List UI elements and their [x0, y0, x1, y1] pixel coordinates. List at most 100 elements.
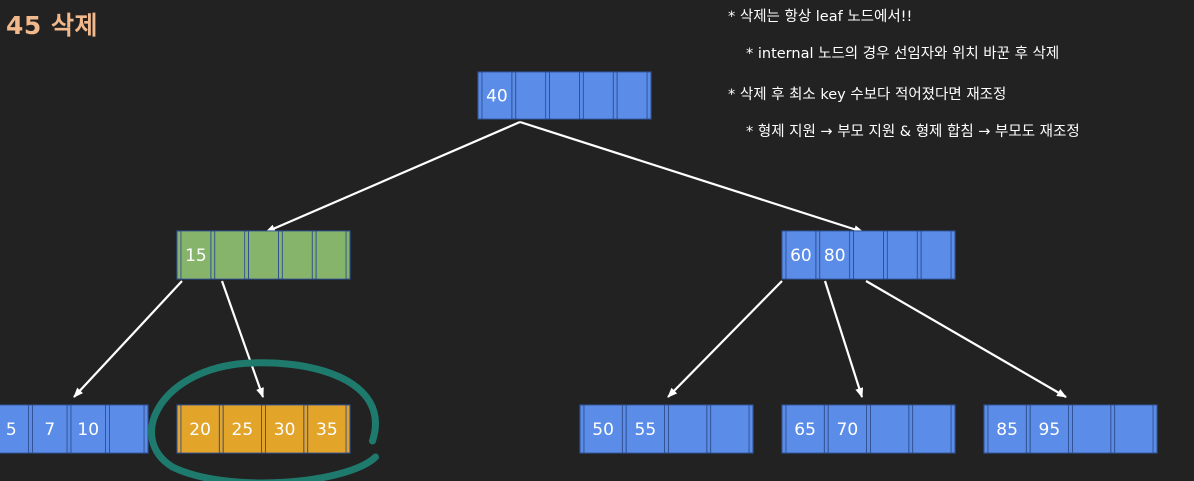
- node-key: 55: [635, 420, 657, 440]
- pointer-slot: [105, 404, 110, 454]
- edge-right-internal-to-leaf-4: [823, 280, 864, 398]
- key-slot: [710, 404, 750, 454]
- node-key: 95: [1039, 420, 1061, 440]
- pointer-slot: [1110, 404, 1116, 454]
- key-slot: [870, 404, 910, 454]
- key-slot: [307, 404, 347, 454]
- node-leaf-1: 5 7 10: [0, 404, 149, 454]
- pointer-slot: [210, 230, 216, 280]
- pointer-slot: [345, 230, 351, 280]
- edge-root-to-left-internal: [265, 120, 521, 234]
- node-key: 10: [77, 420, 99, 440]
- key-slot: [616, 71, 648, 120]
- pointer-slot: [345, 404, 351, 454]
- pointer-slot: [28, 404, 33, 454]
- pointer-slot: [511, 71, 517, 120]
- key-slot: [1029, 404, 1069, 454]
- key-slot: [583, 404, 623, 454]
- key-slot: [912, 404, 952, 454]
- pointer-slot: [983, 404, 989, 454]
- node-key: 7: [44, 420, 55, 440]
- key-slot: [109, 404, 145, 454]
- pointer-slot: [244, 230, 250, 280]
- node-key: 85: [996, 420, 1018, 440]
- pointer-slot: [66, 404, 72, 454]
- node-key: 5: [6, 420, 17, 440]
- pointer-slot: [1068, 404, 1073, 454]
- pointer-slot: [545, 71, 551, 120]
- pointer-slot: [303, 404, 309, 454]
- node-key: 15: [185, 246, 207, 266]
- node-leaf-4: 65 70: [781, 404, 956, 454]
- note-item: * 형제 지원 → 부모 지원 & 형제 합침 → 부모도 재조정: [746, 124, 1080, 140]
- node-key: 50: [592, 420, 614, 440]
- pointer-slot: [176, 404, 182, 454]
- highlight-layer: [148, 359, 379, 481]
- edge-left-internal-to-leaf-1: [73, 280, 183, 398]
- key-slot: [920, 230, 952, 280]
- node-key: 20: [189, 420, 211, 440]
- key-slot: [222, 404, 262, 454]
- pointer-slot: [823, 404, 829, 454]
- edge-right-internal-to-leaf-5: [865, 280, 1067, 398]
- key-slot: [853, 230, 884, 280]
- node-leaf-5: 85 95: [983, 404, 1158, 454]
- key-slot: [315, 230, 347, 280]
- key-slot: [785, 404, 825, 454]
- key-slot: [785, 230, 817, 280]
- edges-layer: [73, 120, 1067, 398]
- node-key: 65: [794, 420, 816, 440]
- pointer-slot: [950, 404, 956, 454]
- pointer-slot: [1152, 404, 1158, 454]
- pointer-slot: [579, 404, 585, 454]
- pointer-slot: [612, 71, 618, 120]
- page-title: 45 삭제: [6, 11, 98, 40]
- pointer-slot: [311, 230, 317, 280]
- key-slot: [515, 71, 546, 120]
- node-left-internal: 15: [176, 230, 351, 280]
- pointer-slot: [143, 404, 149, 454]
- key-slot: [987, 404, 1027, 454]
- key-slot: [549, 71, 580, 120]
- pointer-slot: [261, 404, 266, 454]
- pointer-slot: [908, 404, 914, 454]
- node-leaf-3: 50 55: [579, 404, 754, 454]
- pointer-slot: [277, 230, 283, 280]
- pointer-slot: [664, 404, 669, 454]
- key-slot: [70, 404, 106, 454]
- key-slot: [180, 230, 212, 280]
- pointer-slot: [578, 71, 584, 120]
- key-slot: [214, 230, 246, 280]
- key-slot: [265, 404, 305, 454]
- edge-left-internal-to-leaf-2: [220, 280, 265, 398]
- pointer-slot: [916, 230, 922, 280]
- node-key: 40: [486, 87, 508, 107]
- edge-right-internal-to-leaf-3: [667, 280, 783, 398]
- node-key: 70: [837, 420, 859, 440]
- key-slot: [281, 230, 313, 280]
- node-key: 35: [316, 420, 338, 440]
- pointer-slot: [748, 404, 754, 454]
- pointer-slot: [1025, 404, 1031, 454]
- key-slot: [32, 404, 68, 454]
- note-item: * 삭제 후 최소 key 수보다 적어졌다면 재조정: [728, 87, 1007, 103]
- key-slot: [1072, 404, 1112, 454]
- pointer-slot: [621, 404, 627, 454]
- key-slot: [827, 404, 867, 454]
- node-key: 60: [790, 246, 812, 266]
- pointer-slot: [781, 404, 787, 454]
- edge-root-to-right-internal: [519, 120, 864, 234]
- pointer-slot: [218, 404, 224, 454]
- pointer-slot: [781, 230, 787, 280]
- highlight-circle: [148, 359, 379, 481]
- node-key: 25: [232, 420, 254, 440]
- pointer-slot: [950, 230, 956, 280]
- key-slot: [248, 230, 279, 280]
- key-slot: [583, 71, 614, 120]
- key-slot: [819, 230, 850, 280]
- pointer-slot: [866, 404, 871, 454]
